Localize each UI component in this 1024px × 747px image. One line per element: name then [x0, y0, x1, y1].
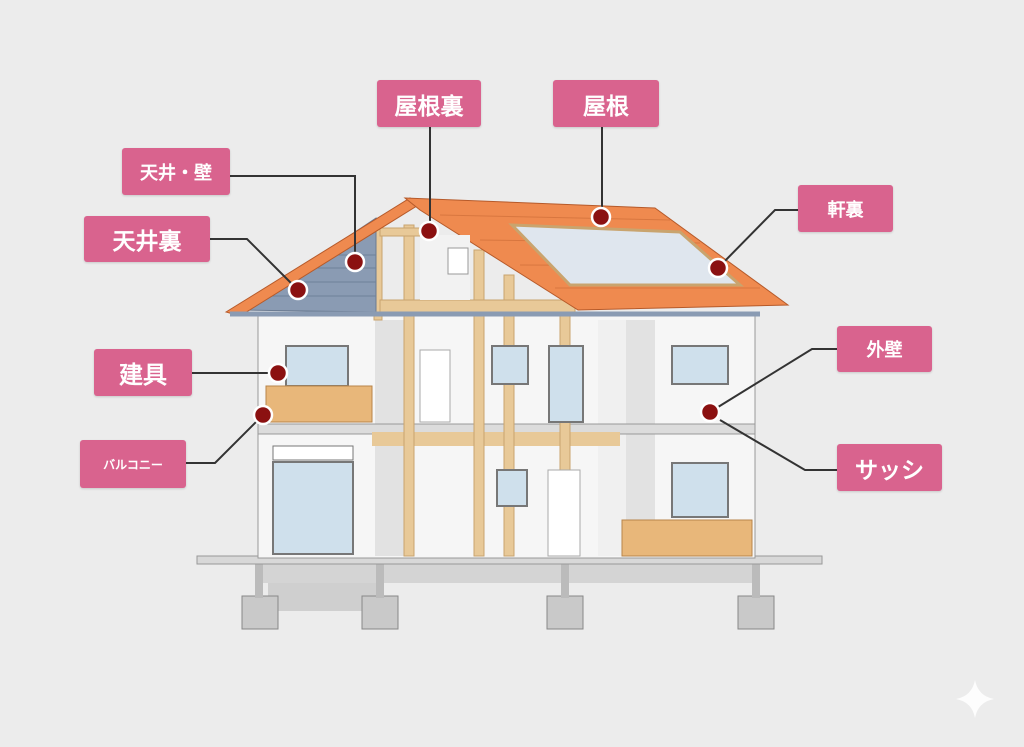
footing: [361, 595, 399, 630]
foundation: [262, 563, 754, 583]
marker-roof: [590, 206, 612, 228]
marker-balcony: [252, 404, 274, 426]
windows: [272, 345, 729, 555]
label-roof: 屋根: [553, 80, 659, 127]
label-balcony: バルコニー: [80, 440, 186, 488]
timber-frame: [373, 219, 576, 557]
footing: [737, 595, 775, 630]
balcony-rail: [621, 519, 753, 557]
label-ceiling-space: 天井裏: [84, 216, 210, 262]
balcony-rail: [265, 385, 373, 423]
label-ceiling-wall: 天井・壁: [122, 148, 230, 195]
marker-eaves: [707, 257, 729, 279]
label-sash: サッシ: [837, 444, 942, 491]
marker-ceiling-wall: [344, 251, 366, 273]
label-fittings: 建具: [94, 349, 192, 396]
footing: [546, 595, 584, 630]
marker-attic: [418, 220, 440, 242]
label-exterior-wall: 外壁: [837, 326, 932, 372]
crawl-space: [268, 583, 378, 611]
roof-rafters-exposed: [508, 223, 744, 287]
footing: [241, 595, 279, 630]
marker-exterior-wall: [699, 401, 721, 423]
label-eaves-soffit: 軒裏: [798, 185, 893, 232]
marker-ceiling-space: [287, 279, 309, 301]
marker-fittings: [267, 362, 289, 384]
label-attic: 屋根裏: [377, 80, 481, 127]
sparkle-icon: [956, 680, 994, 718]
